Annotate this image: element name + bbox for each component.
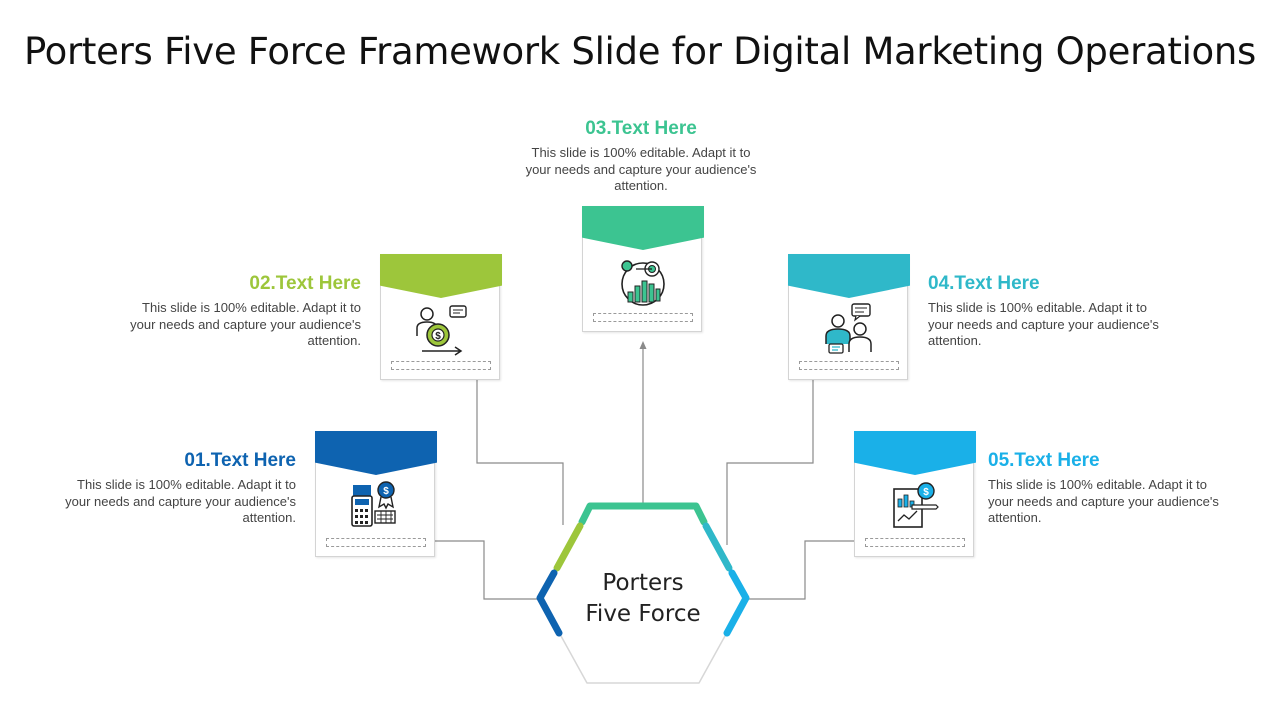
hexagon-segment-03 bbox=[578, 502, 708, 526]
force-card-01-banner bbox=[315, 431, 437, 475]
force-card-04 bbox=[788, 254, 910, 380]
connector-05 bbox=[749, 540, 859, 600]
hexagon-segment-04 bbox=[702, 522, 733, 572]
force-card-04-banner bbox=[788, 254, 910, 298]
force-heading-03: 03.Text Here bbox=[585, 118, 697, 139]
connector-04 bbox=[726, 377, 814, 545]
force-card-05-placeholder bbox=[865, 538, 965, 547]
force-card-05: $ bbox=[854, 431, 976, 557]
hexagon-segment-02 bbox=[553, 522, 584, 572]
budget-calculator-icon: $ bbox=[349, 479, 403, 533]
force-heading-02: 02.Text Here bbox=[249, 273, 361, 294]
force-card-01-placeholder bbox=[326, 538, 426, 547]
force-card-05-banner bbox=[854, 431, 976, 475]
center-label-line1: Porters bbox=[602, 570, 684, 596]
force-card-03-placeholder bbox=[593, 313, 693, 322]
slide-title: Porters Five Force Framework Slide for D… bbox=[23, 30, 1257, 73]
force-card-02: $ bbox=[380, 254, 502, 380]
force-card-01: $ bbox=[315, 431, 437, 557]
force-desc-05: This slide is 100% editable. Adapt it to… bbox=[988, 477, 1219, 525]
force-heading-05: 05.Text Here bbox=[988, 450, 1100, 471]
force-card-02-banner bbox=[380, 254, 502, 298]
force-card-03-banner bbox=[582, 206, 704, 250]
team-chat-icon bbox=[822, 302, 876, 356]
hexagon-segment-05 bbox=[723, 569, 750, 637]
center-label-line2: Five Force bbox=[585, 601, 701, 627]
force-desc-01: This slide is 100% editable. Adapt it to… bbox=[65, 477, 296, 525]
force-card-03 bbox=[582, 206, 704, 332]
force-desc-02: This slide is 100% editable. Adapt it to… bbox=[130, 300, 361, 348]
financial-report-icon: $ bbox=[888, 479, 942, 533]
svg-text:$: $ bbox=[435, 331, 441, 342]
svg-text:$: $ bbox=[383, 486, 389, 497]
connector-02 bbox=[476, 377, 564, 525]
target-analytics-icon bbox=[616, 254, 670, 308]
force-card-04-placeholder bbox=[799, 361, 899, 370]
force-heading-01: 01.Text Here bbox=[184, 450, 296, 471]
force-card-02-placeholder bbox=[391, 361, 491, 370]
center-label: Porters Five Force bbox=[563, 568, 723, 630]
investor-growth-icon: $ bbox=[414, 302, 468, 356]
force-desc-03: This slide is 100% editable. Adapt it to… bbox=[525, 145, 757, 193]
force-heading-04: 04.Text Here bbox=[928, 273, 1040, 294]
svg-text:$: $ bbox=[923, 487, 929, 498]
connector-03-arrowhead bbox=[639, 341, 647, 349]
connector-01 bbox=[429, 540, 540, 600]
hexagon-segment-01 bbox=[536, 569, 563, 637]
force-desc-04: This slide is 100% editable. Adapt it to… bbox=[928, 300, 1159, 348]
